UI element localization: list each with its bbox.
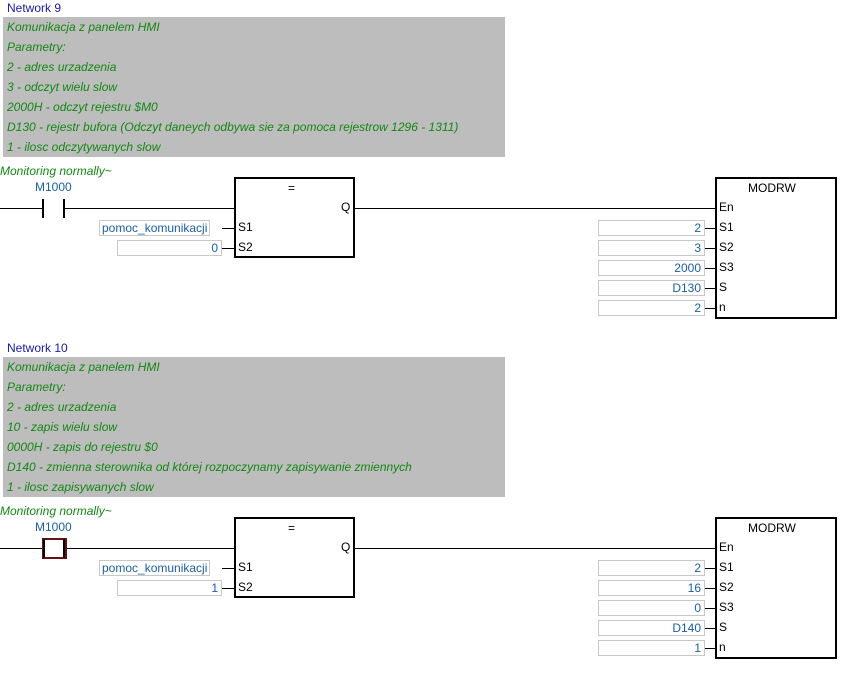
pin-s2: S2	[238, 580, 253, 594]
pin-s2: S2	[719, 240, 734, 254]
comment-line: 0000H - zapis do rejestru $0	[7, 440, 158, 454]
pin-wire	[222, 228, 235, 229]
monitoring-status: Monitoring normally~	[0, 504, 112, 518]
comment-line: 2000H - odczyt rejestru $M0	[7, 100, 158, 114]
comment-line: Parametry:	[7, 380, 66, 394]
network-9: Network 9 Komunikacja z panelem HMI Para…	[0, 1, 837, 319]
modrw-s1-value[interactable]: 2	[598, 560, 705, 576]
pin-wire	[705, 268, 716, 269]
rung-wire-right	[355, 208, 716, 209]
pin-s1: S1	[719, 220, 734, 234]
pin-wire	[705, 228, 716, 229]
pin-wire	[222, 588, 235, 589]
pin-s1: S1	[238, 220, 253, 234]
pin-wire	[705, 248, 716, 249]
modrw-n-value[interactable]: 1	[598, 640, 705, 656]
pin-en: En	[719, 540, 734, 554]
modrw-block[interactable]: MODRW En S1 S2 S3 S n	[715, 177, 837, 319]
modrw-title: MODRW	[748, 181, 796, 195]
network-title: Network 10	[7, 341, 68, 355]
network-comment: Komunikacja z panelem HMI Parametry: 2 -…	[3, 17, 505, 157]
pin-s1: S1	[238, 560, 253, 574]
network-comment: Komunikacja z panelem HMI Parametry: 2 -…	[3, 357, 505, 497]
rung-wire-mid	[65, 208, 235, 209]
pin-s3: S3	[719, 600, 734, 614]
contact-m1000[interactable]	[42, 199, 44, 218]
pin-s2: S2	[719, 580, 734, 594]
compare-symbol: =	[288, 521, 296, 535]
comment-line: Komunikacja z panelem HMI	[7, 360, 160, 374]
pin-s1: S1	[719, 560, 734, 574]
rung-wire-mid	[67, 548, 235, 549]
comment-line: 3 - odczyt wielu slow	[7, 80, 118, 94]
operand-s1[interactable]: pomoc_komunikacji	[99, 220, 211, 236]
network-10: Network 10 Komunikacja z panelem HMI Par…	[0, 340, 867, 680]
pin-wire	[705, 588, 716, 589]
modrw-n-value[interactable]: 2	[598, 300, 705, 316]
pin-wire	[705, 568, 716, 569]
pin-wire	[705, 648, 716, 649]
contact-m1000-right[interactable]	[63, 199, 65, 218]
pin-s: S	[719, 280, 728, 294]
comment-line: 1 - ilosc zapisywanych slow	[7, 480, 154, 494]
compare-block[interactable]: = Q S1 S2	[234, 177, 355, 258]
pin-q: Q	[341, 540, 351, 554]
contact-m1000-right	[63, 539, 65, 558]
pin-q: Q	[341, 200, 351, 214]
operand-s1[interactable]: pomoc_komunikacji	[99, 560, 211, 576]
comment-line: Parametry:	[7, 40, 66, 54]
pin-n: n	[719, 640, 726, 654]
modrw-s3-value[interactable]: 2000	[598, 260, 705, 276]
modrw-s2-value[interactable]: 3	[598, 240, 705, 256]
modrw-s-value[interactable]: D130	[598, 280, 705, 296]
contact-label: M1000	[35, 180, 72, 194]
comment-line: 1 - ilosc odczytywanych slow	[7, 140, 161, 154]
comment-line: 2 - adres urzadzenia	[7, 400, 117, 414]
modrw-s1-value[interactable]: 2	[598, 220, 705, 236]
pin-wire	[222, 248, 235, 249]
rung-wire-right	[355, 548, 716, 549]
pin-s2: S2	[238, 240, 253, 254]
contact-m1000	[43, 539, 45, 558]
pin-wire	[705, 288, 716, 289]
comment-line: Komunikacja z panelem HMI	[7, 20, 160, 34]
modrw-title: MODRW	[748, 521, 796, 535]
pin-s3: S3	[719, 260, 734, 274]
modrw-s3-value[interactable]: 0	[598, 600, 705, 616]
rung-wire-left	[0, 548, 42, 549]
rung-wire-left	[0, 208, 42, 209]
modrw-s2-value[interactable]: 16	[598, 580, 705, 596]
comment-line: D140 - zmienna sterownika od której rozp…	[7, 460, 412, 474]
monitoring-status: Monitoring normally~	[0, 164, 112, 178]
comment-line: D130 - rejestr bufora (Odczyt daneych od…	[7, 120, 459, 134]
contact-label: M1000	[35, 520, 72, 534]
modrw-block[interactable]: MODRW En S1 S2 S3 S n	[715, 517, 837, 659]
compare-symbol: =	[288, 181, 296, 195]
operand-s2[interactable]: 0	[117, 240, 222, 256]
pin-wire	[705, 608, 716, 609]
operand-s2[interactable]: 1	[117, 580, 222, 596]
pin-n: n	[719, 300, 726, 314]
comment-line: 2 - adres urzadzenia	[7, 60, 117, 74]
pin-s: S	[719, 620, 728, 634]
compare-block[interactable]: = Q S1 S2	[234, 517, 355, 598]
modrw-s-value[interactable]: D140	[598, 620, 705, 636]
pin-wire	[705, 308, 716, 309]
network-title: Network 9	[7, 1, 62, 15]
comment-line: 10 - zapis wielu slow	[7, 420, 118, 434]
pin-wire	[705, 628, 716, 629]
pin-wire	[222, 568, 235, 569]
pin-en: En	[719, 200, 734, 214]
